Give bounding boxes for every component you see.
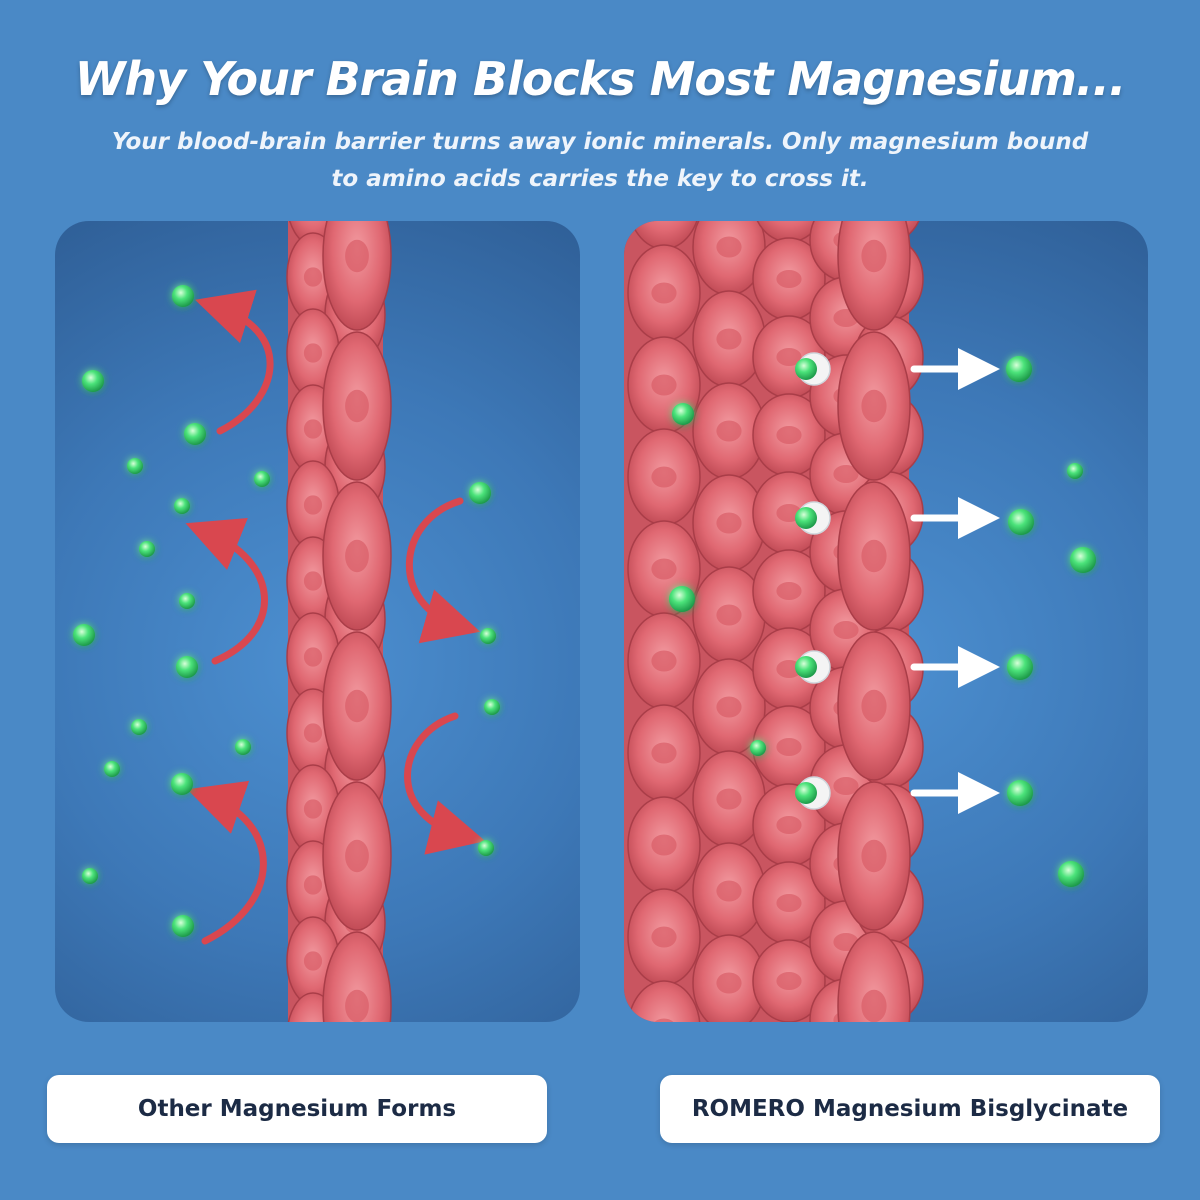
cell-nucleus: [716, 328, 742, 350]
cell-nucleus: [345, 839, 369, 873]
cell-nucleus: [303, 495, 323, 515]
cell-nucleus: [345, 539, 369, 573]
blocked-arrow-2: [185, 518, 268, 665]
barrier-cell: [837, 931, 911, 1022]
cell-nucleus: [776, 971, 802, 991]
cell-nucleus: [861, 689, 887, 723]
blocked-arrows: [185, 289, 486, 945]
panel-other-forms-illustration: [55, 221, 580, 1022]
cell-nucleus: [345, 239, 369, 273]
cell-nucleus: [651, 374, 677, 396]
cell-nucleus: [303, 419, 323, 439]
cell-nucleus: [303, 875, 323, 895]
cell-nucleus: [651, 466, 677, 488]
cell-nucleus: [303, 723, 323, 743]
cell-nucleus: [861, 839, 887, 873]
blocked-barrier-illustration: [73, 221, 500, 1022]
cell-nucleus: [833, 464, 859, 484]
cell-nucleus: [345, 989, 369, 1022]
cell-nucleus: [716, 972, 742, 994]
cell-nucleus: [303, 267, 323, 287]
cell-nucleus: [861, 989, 887, 1022]
cell-nucleus: [345, 389, 369, 423]
label-other-forms: Other Magnesium Forms: [47, 1075, 547, 1143]
cell-nucleus: [716, 880, 742, 902]
blocked-arrow-4: [405, 497, 481, 644]
cell-nucleus: [776, 581, 802, 601]
panel-bisglycinate-illustration: [624, 221, 1148, 1022]
cell-nucleus: [776, 269, 802, 289]
cell-nucleus: [303, 799, 323, 819]
cell-nucleus: [861, 239, 887, 273]
blocked-arrow-5: [404, 712, 486, 855]
cell-nucleus: [651, 834, 677, 856]
cell-nucleus: [651, 742, 677, 764]
cell-nucleus: [776, 347, 802, 367]
barrier-cell-column: [286, 221, 392, 1022]
cell-nucleus: [776, 737, 802, 757]
cell-nucleus: [303, 951, 323, 971]
cell-nucleus: [776, 425, 802, 445]
cell-nucleus: [776, 815, 802, 835]
cell-nucleus: [303, 343, 323, 363]
cell-nucleus: [716, 512, 742, 534]
cell-nucleus: [345, 689, 369, 723]
barrier-cell: [837, 221, 911, 331]
cell-nucleus: [861, 539, 887, 573]
cell-nucleus: [716, 236, 742, 258]
cell-nucleus: [303, 571, 323, 591]
label-romero-bisglycinate: ROMERO Magnesium Bisglycinate: [660, 1075, 1160, 1143]
barrier-cell: [322, 221, 392, 331]
barrier-cell: [627, 980, 701, 1022]
cell-nucleus: [716, 420, 742, 442]
amino-acid-carriers: [795, 352, 831, 810]
cell-nucleus: [833, 620, 859, 640]
cell-nucleus: [716, 788, 742, 810]
passing-barrier-illustration: [624, 221, 1096, 1022]
blocked-arrow-3: [187, 780, 267, 945]
magnesium-particles: [73, 285, 500, 937]
cell-nucleus: [303, 647, 323, 667]
cell-nucleus: [833, 776, 859, 796]
cell-nucleus: [651, 558, 677, 580]
page-title: Why Your Brain Blocks Most Magnesium...: [74, 52, 1127, 106]
cell-nucleus: [651, 926, 677, 948]
page-subtitle: Your blood-brain barrier turns away ioni…: [111, 129, 1089, 192]
barrier-cell: [322, 931, 392, 1022]
cell-nucleus: [716, 604, 742, 626]
blocked-arrow-1: [194, 289, 274, 435]
cell-nucleus: [716, 696, 742, 718]
cell-nucleus: [651, 650, 677, 672]
cell-nucleus: [776, 893, 802, 913]
cell-nucleus: [861, 389, 887, 423]
barrier-cell-tissue: [624, 221, 924, 1022]
magnesium-particles-right: [669, 356, 1096, 887]
cell-nucleus: [651, 282, 677, 304]
pass-arrows: [910, 348, 1000, 814]
cell-nucleus: [654, 1018, 674, 1022]
